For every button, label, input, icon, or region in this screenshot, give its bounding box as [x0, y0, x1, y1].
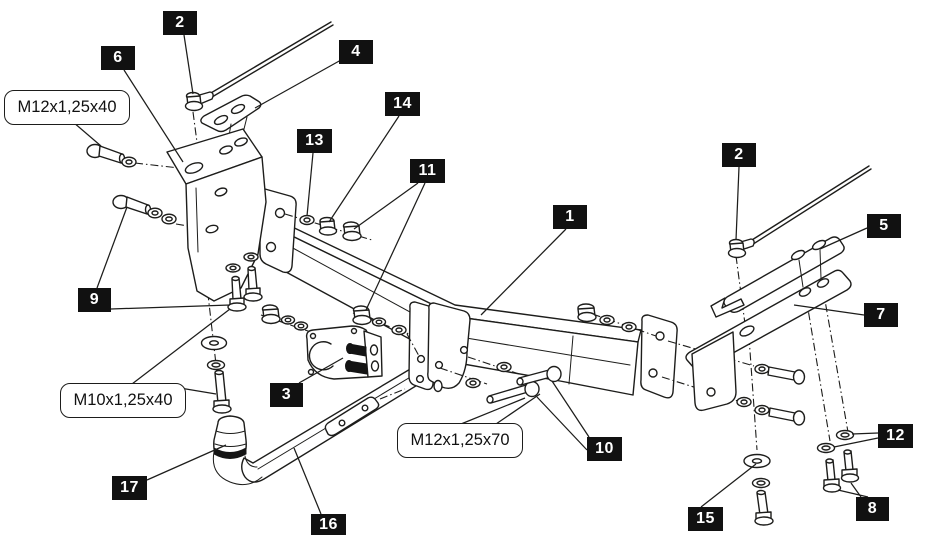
leader-line	[155, 383, 217, 395]
leader-line	[123, 69, 184, 163]
leader-line	[183, 34, 194, 95]
leader-line	[306, 152, 314, 217]
leader-line	[793, 304, 865, 316]
ball-cover	[213, 415, 247, 459]
leader-line	[735, 166, 740, 241]
leader-line	[293, 447, 322, 515]
beam-end-plate-right	[640, 314, 678, 399]
leader-line	[837, 489, 869, 498]
tie-rod-left	[195, 21, 334, 105]
spring-washers-left	[225, 252, 259, 273]
plate-washer-stack-left	[200, 335, 232, 414]
ball-tongue-tube	[212, 358, 438, 486]
leader-line	[365, 182, 426, 311]
leader-line	[495, 393, 541, 425]
leader-line	[146, 444, 227, 481]
flange-bolts-right	[822, 449, 860, 493]
leader-line	[131, 308, 231, 385]
leader-line	[700, 463, 757, 508]
plate-washer-stack-right	[743, 453, 774, 526]
bolt-m12-with-washer	[86, 143, 137, 168]
leader-line	[819, 227, 868, 250]
lock-nut-right	[727, 238, 747, 259]
bolts-m12x70	[465, 361, 562, 404]
leader-line	[460, 397, 526, 425]
leader-line	[833, 437, 879, 448]
tie-rod-right	[736, 165, 872, 251]
leader-line	[254, 59, 342, 109]
tube-mount-plate	[324, 396, 380, 437]
fastener-stack-right	[577, 303, 637, 333]
fastener-stack-center	[352, 305, 407, 336]
mounting-strap-right	[710, 236, 845, 318]
leader-line	[851, 432, 879, 435]
carriage-bolts-right	[736, 363, 806, 426]
leader-line	[480, 228, 567, 316]
leader-line	[353, 182, 419, 230]
leader-line	[328, 115, 400, 223]
side-bracket-left	[166, 128, 267, 302]
leader-line	[536, 396, 588, 451]
leader-lines	[72, 34, 879, 515]
spring-washers-right	[816, 429, 855, 454]
flange-bolts-left	[227, 265, 263, 312]
socket-bracket	[305, 325, 383, 380]
center-plates	[408, 301, 471, 393]
leader-line	[298, 357, 344, 384]
leader-line	[110, 304, 231, 310]
side-bracket-right	[685, 269, 852, 412]
leader-line	[72, 121, 102, 147]
bolt-9-with-washers	[112, 194, 177, 225]
lock-nut-left	[184, 91, 204, 112]
fastener-stack-left	[261, 304, 309, 331]
leader-line	[551, 380, 590, 438]
leader-line	[96, 206, 128, 289]
